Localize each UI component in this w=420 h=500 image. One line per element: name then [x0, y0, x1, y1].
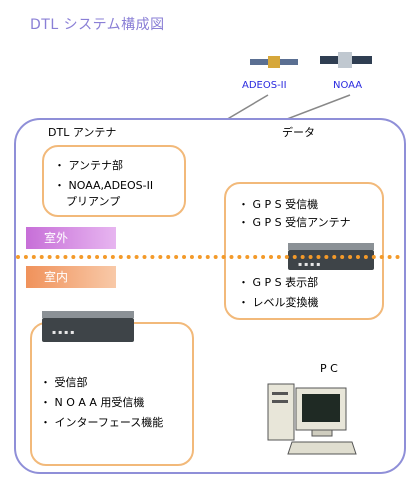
indoor-outdoor-divider: [16, 255, 400, 259]
outdoor-band: 室外: [26, 227, 116, 249]
noaa-label: NOAA: [333, 80, 363, 91]
antenna-box: ・ アンテナ部 ・ NOAA,ADEOS-II プリアンプ: [42, 145, 186, 217]
receiver-line-1: ・ 受信部: [40, 376, 88, 389]
antenna-line-1: ・ アンテナ部: [54, 159, 124, 172]
pc-label: P C: [320, 362, 338, 375]
data-label: データ: [282, 126, 315, 139]
adeos-satellite-icon: [250, 50, 300, 74]
receiver-line-2: ・ N O A A 用受信機: [40, 396, 145, 409]
receiver-device: ▪▪▪▪: [42, 311, 134, 342]
diagram-title: DTL システム構成図: [30, 17, 165, 33]
adeos-label: ADEOS-II: [242, 80, 287, 91]
dtl-antenna-label: DTL アンテナ: [48, 126, 117, 139]
indoor-band: 室内: [26, 266, 116, 288]
antenna-line-3: プリアンプ: [66, 195, 121, 208]
gps-line-3: ・ G P S 表示部: [238, 276, 319, 289]
pc-computer-icon: [262, 378, 358, 462]
gps-line-1: ・ G P S 受信機: [238, 198, 319, 211]
gps-line-4: ・ レベル変換機: [238, 296, 319, 309]
noaa-satellite-icon: [320, 48, 374, 76]
antenna-line-2: ・ NOAA,ADEOS-II: [54, 179, 154, 192]
gps-line-2: ・ G P S 受信アンテナ: [238, 216, 351, 229]
receiver-box: ・ 受信部 ・ N O A A 用受信機 ・ インターフェース機能: [30, 322, 194, 466]
gps-receiver-device: ▪▪▪▪: [288, 243, 374, 270]
receiver-line-3: ・ インターフェース機能: [40, 416, 164, 429]
